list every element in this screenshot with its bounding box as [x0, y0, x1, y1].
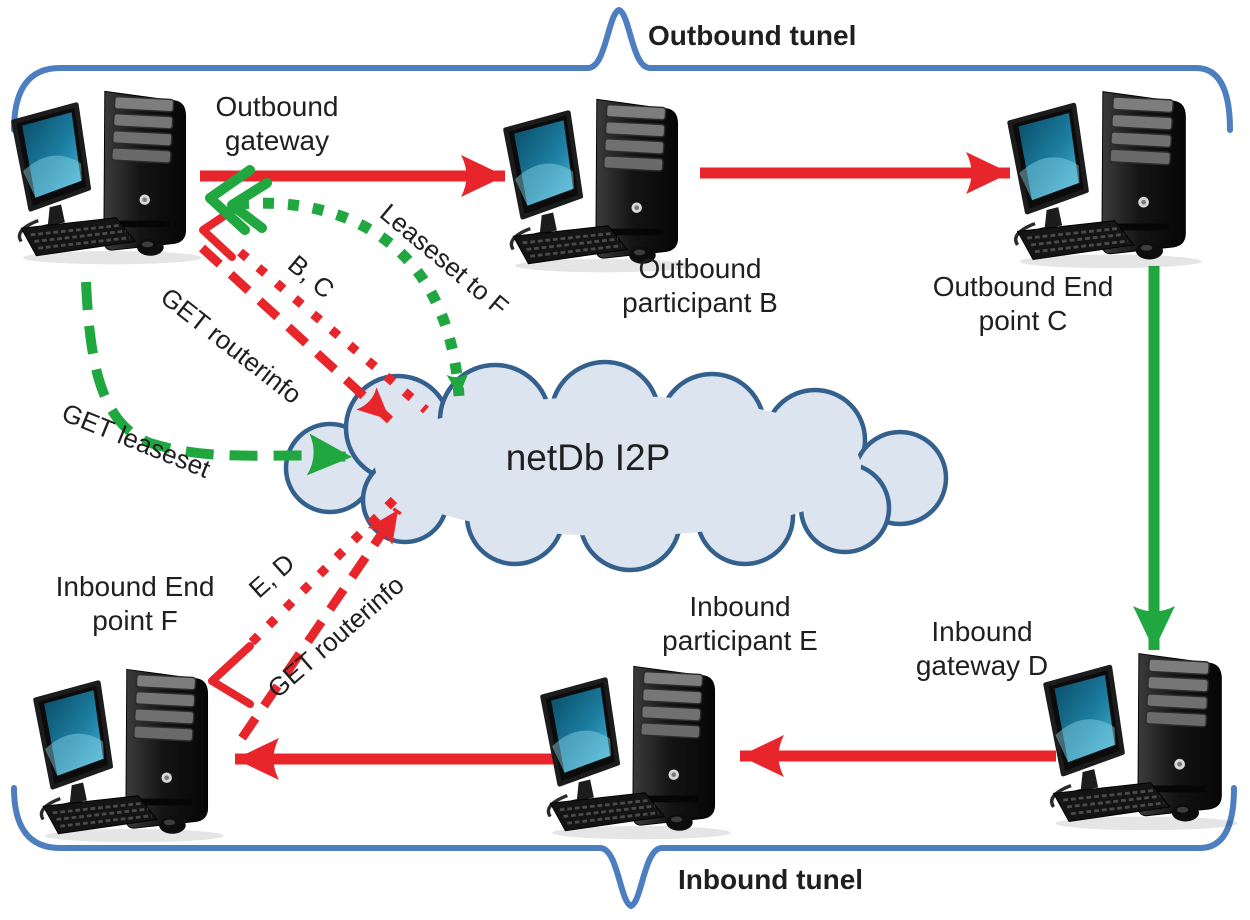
- inbound-participant-e-line1: Inbound: [689, 591, 791, 622]
- inbound-gateway-d-line1: Inbound: [931, 616, 1033, 647]
- inbound-participant-e-label: Inbound participant E: [662, 590, 818, 658]
- outbound-tunnel-label: Outbound tunel: [648, 20, 857, 51]
- arrow-ed-reply: [240, 496, 398, 654]
- inbound-gateway-d-line2: gateway D: [915, 650, 1049, 681]
- outbound-endpoint-c-line1: Outbound End: [932, 271, 1114, 302]
- outbound-participant-b-line2: participant B: [622, 287, 778, 318]
- computer-outbound-endpoint-c-icon: [1010, 92, 1202, 269]
- netdb-cloud-label: netDb I2P: [505, 437, 671, 478]
- outbound-gateway-label: Outbound gateway: [216, 90, 339, 158]
- leaseset-arrowhead-outer-icon: [205, 165, 255, 235]
- outbound-gateway-line1: Outbound: [215, 91, 339, 122]
- arrow-get-routerinfo-outbound: [198, 244, 394, 424]
- outbound-participant-b-line1: Outbound: [638, 253, 762, 284]
- outbound-participant-b-label: Outbound participant B: [622, 252, 778, 320]
- outbound-endpoint-c-label: Outbound End point C: [933, 270, 1114, 338]
- computer-inbound-participant-e-icon: [543, 666, 731, 839]
- computer-outbound-gateway-icon: [14, 91, 202, 264]
- outbound-endpoint-c-line2: point C: [978, 305, 1068, 336]
- inbound-participant-e-line2: participant E: [662, 625, 818, 656]
- leaseset-arrowhead-inner-icon: [227, 178, 272, 233]
- arrow-get-routerinfo-inbound: [238, 507, 402, 741]
- arrow-leaseset-to-f: [237, 197, 469, 397]
- computer-inbound-endpoint-f-icon: [36, 669, 224, 842]
- inbound-tunnel-label: Inbound tunel: [678, 864, 864, 895]
- inbound-endpoint-f-label: Inbound End point F: [56, 570, 215, 638]
- netdb-cloud: [283, 359, 949, 573]
- inbound-endpoint-f-line2: point F: [92, 605, 178, 636]
- outbound-gateway-line2: gateway: [224, 125, 330, 156]
- outbound-tunnel-brace: [11, 7, 1233, 133]
- ed-reply-arrowhead-icon: [208, 642, 254, 708]
- arrow-get-leaseset: [81, 281, 353, 476]
- computer-inbound-gateway-d-icon: [1046, 654, 1238, 831]
- arrow-bc-reply: [237, 248, 429, 414]
- inbound-endpoint-f-line1: Inbound End: [55, 571, 215, 602]
- inbound-tunnel-brace: [11, 785, 1237, 909]
- computer-outbound-participant-b-icon: [506, 99, 694, 272]
- inbound-gateway-d-label: Inbound gateway D: [916, 615, 1048, 683]
